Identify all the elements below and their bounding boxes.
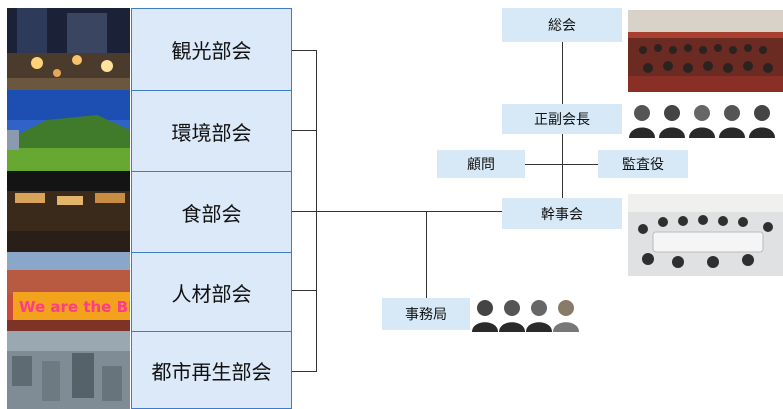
connector-line: [292, 371, 316, 372]
night-festival-photo: [7, 8, 130, 90]
secretariat-portraits: [472, 298, 582, 332]
connector-line: [292, 290, 316, 291]
chair-vice-box: 正副会長: [502, 104, 622, 134]
dept-tourism: 観光部会: [131, 8, 292, 91]
dept-environment: 環境部会: [131, 90, 292, 172]
connector-line: [292, 211, 502, 212]
connector-line: [562, 164, 598, 165]
connector-line: [292, 130, 316, 131]
executive-meeting-photo: [628, 194, 783, 276]
executive-box: 幹事会: [502, 198, 622, 229]
crowd-banner-photo: We are the BRID: [7, 252, 130, 331]
dept-human-resources: 人材部会: [131, 252, 292, 332]
dept-food: 食部会: [131, 171, 292, 253]
advisor-box: 顧問: [437, 150, 525, 178]
general-assembly-box: 総会: [502, 8, 622, 42]
green-building-photo: [7, 90, 130, 171]
connector-line: [562, 42, 563, 104]
connector-line: [292, 50, 316, 51]
connector-line: [562, 134, 563, 198]
food-stalls-photo: [7, 171, 130, 252]
dept-urban-regeneration: 都市再生部会: [131, 331, 292, 409]
assembly-meeting-photo: [628, 10, 783, 92]
connector-line: [525, 164, 562, 165]
svg-text:We are the BRID: We are the BRID: [19, 298, 130, 316]
officer-portraits: [629, 102, 783, 138]
secretariat-box: 事務局: [382, 298, 470, 330]
connector-line: [426, 211, 427, 298]
city-aerial-photo: [7, 331, 130, 409]
auditor-box: 監査役: [598, 150, 688, 178]
